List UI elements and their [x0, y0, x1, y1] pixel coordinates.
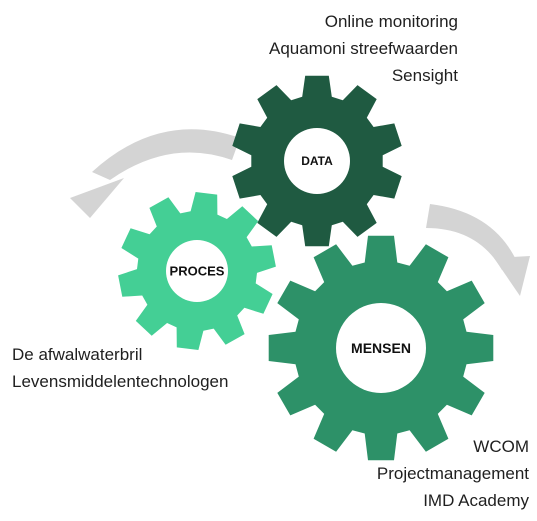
gear-mensen-label: MENSEN	[351, 340, 411, 356]
caption-item: IMD Academy	[423, 491, 529, 510]
caption-item: Projectmanagement	[376, 464, 529, 483]
caption-item: Aquamoni streefwaarden	[268, 39, 458, 58]
gear-mensen: MENSEN	[268, 235, 494, 461]
gear-mensen-hub	[336, 303, 426, 393]
arrow-right-head	[494, 256, 530, 296]
gear-data-hub	[284, 128, 350, 194]
gear-proces-label: PROCES	[170, 264, 225, 279]
caption-item: WCOM	[473, 437, 529, 456]
gear-data-label: DATA	[301, 154, 333, 168]
arrow-left-head	[70, 178, 124, 218]
arrow-right-body	[426, 204, 518, 270]
caption-item: Sensight	[391, 66, 458, 85]
curved-arrow-left-icon	[70, 129, 240, 218]
caption-proces: De afwalwaterbril Levensmiddelentechnolo…	[12, 341, 228, 395]
gear-proces-hub	[166, 240, 228, 302]
arrow-left-body	[92, 129, 240, 180]
caption-item: Levensmiddelentechnologen	[12, 372, 229, 391]
caption-mensen: WCOM Projectmanagement IMD Academy	[377, 433, 529, 514]
caption-item: De afwalwaterbril	[12, 345, 143, 364]
caption-item: Online monitoring	[324, 12, 458, 31]
gear-proces: PROCES	[118, 192, 276, 350]
curved-arrow-right-icon	[426, 204, 530, 296]
gear-data: DATA	[232, 75, 402, 247]
caption-data: Online monitoring Aquamoni streefwaarden…	[269, 8, 458, 89]
